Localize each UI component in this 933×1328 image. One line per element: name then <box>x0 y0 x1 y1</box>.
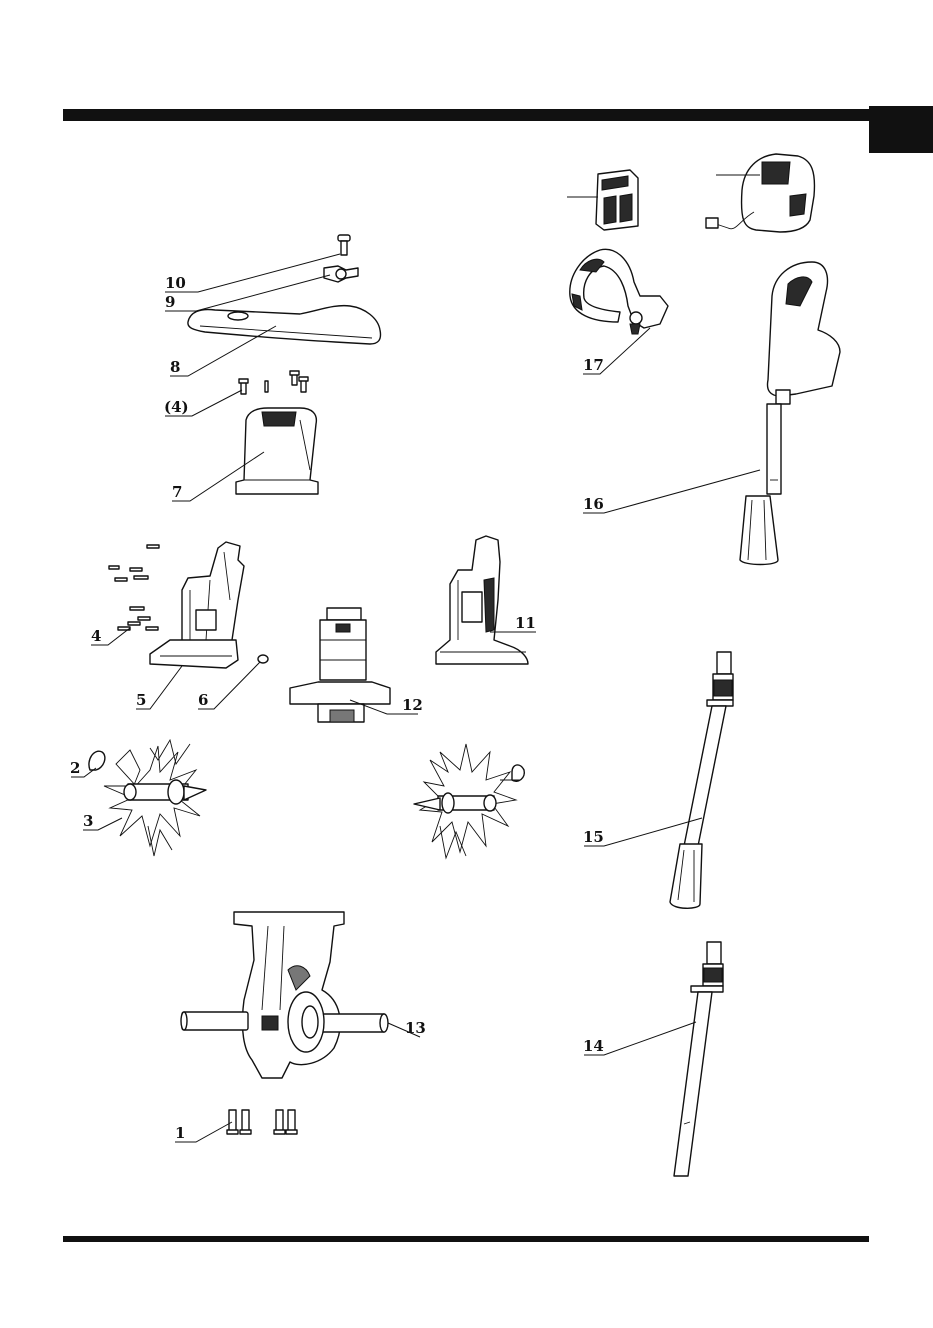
label-part-10: 10 <box>165 274 186 292</box>
part-9-knob <box>324 266 358 282</box>
footer-rule <box>63 1236 869 1242</box>
label-part-16: 16 <box>583 495 604 513</box>
part-2-clip <box>89 751 105 770</box>
part-5-housing <box>150 542 244 668</box>
label-part-17: 17 <box>583 356 604 374</box>
label-part-15: 15 <box>583 828 604 846</box>
header-rule <box>63 109 869 121</box>
part-1-screws <box>227 1110 297 1134</box>
part-11-assembled-housing <box>436 536 528 664</box>
label-part-1: 1 <box>175 1124 185 1142</box>
label-part-7: 7 <box>172 483 182 501</box>
part-16-upper-handle <box>740 262 840 565</box>
label-part-4-upper: (4) <box>164 398 189 416</box>
label-part-12: 12 <box>402 696 423 714</box>
part-17-front-handle <box>570 249 668 334</box>
part-14-lower-tube <box>674 942 723 1176</box>
label-part-11: 11 <box>515 614 536 632</box>
page-tab <box>869 106 933 153</box>
charger <box>706 154 814 232</box>
tines-right <box>414 744 524 858</box>
part-15-middle-tube <box>670 652 733 908</box>
label-part-2: 2 <box>70 759 80 777</box>
part-3-tines-left <box>104 740 206 856</box>
part-13-gearbox <box>181 912 388 1078</box>
part-4-screws-upper <box>239 371 308 394</box>
part-4-screws-lower <box>109 545 159 630</box>
label-part-14: 14 <box>583 1037 604 1055</box>
battery-pack <box>596 170 638 230</box>
label-part-6: 6 <box>198 691 208 709</box>
label-part-3: 3 <box>83 812 93 830</box>
part-8-top-cover <box>188 306 381 344</box>
part-10-screw <box>338 235 350 255</box>
part-7-motor-cover <box>236 408 318 494</box>
label-part-5: 5 <box>136 691 146 709</box>
part-12-motor <box>290 608 390 722</box>
label-part-8: 8 <box>170 358 180 376</box>
label-part-4-lower: 4 <box>91 627 101 645</box>
label-part-9: 9 <box>165 293 175 311</box>
label-part-13: 13 <box>405 1019 426 1037</box>
